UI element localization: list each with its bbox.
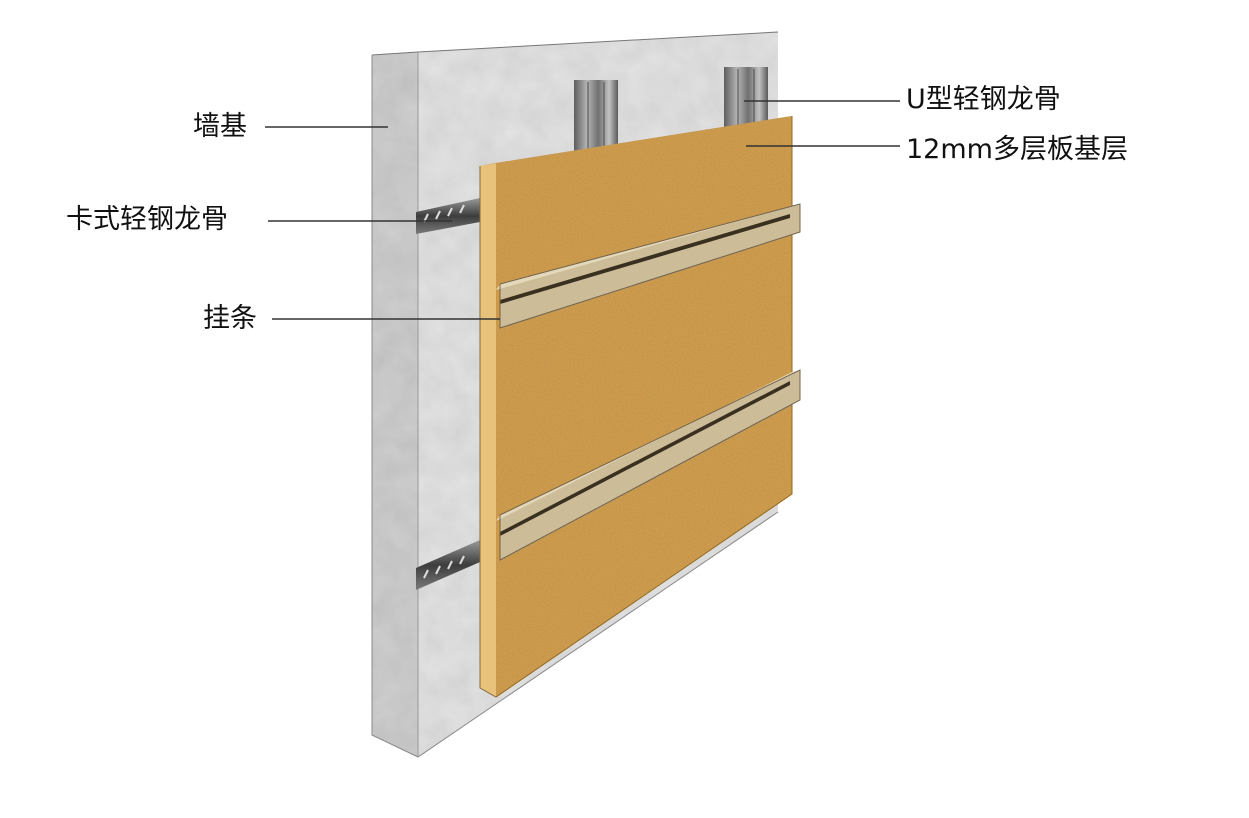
strip-lower-groove (500, 381, 790, 536)
plywood-top-edge (480, 116, 792, 166)
u-keel-right (724, 67, 768, 131)
plywood-board (479, 116, 793, 698)
wall-side-face (372, 52, 418, 757)
label-plywood-base: 12mm多层板基层 (906, 134, 1128, 165)
leader-lines (265, 100, 900, 320)
u-steel-keels (574, 67, 768, 152)
plywood-side-edge (480, 163, 496, 697)
u-keel-left (574, 80, 618, 152)
label-wall-base: 墙基 (193, 111, 247, 142)
label-hanging-strip: 挂条 (203, 303, 257, 334)
strip-upper-groove (500, 214, 790, 304)
clip-keel-bottom (416, 540, 480, 590)
label-u-keel: U型轻钢龙骨 (906, 84, 1061, 115)
hanging-strip-upper (496, 203, 801, 329)
hanging-strip-lower (496, 369, 801, 561)
plywood-front-face (496, 116, 792, 697)
clip-steel-keels (416, 198, 480, 590)
label-clip-keel: 卡式轻钢龙骨 (66, 204, 228, 235)
